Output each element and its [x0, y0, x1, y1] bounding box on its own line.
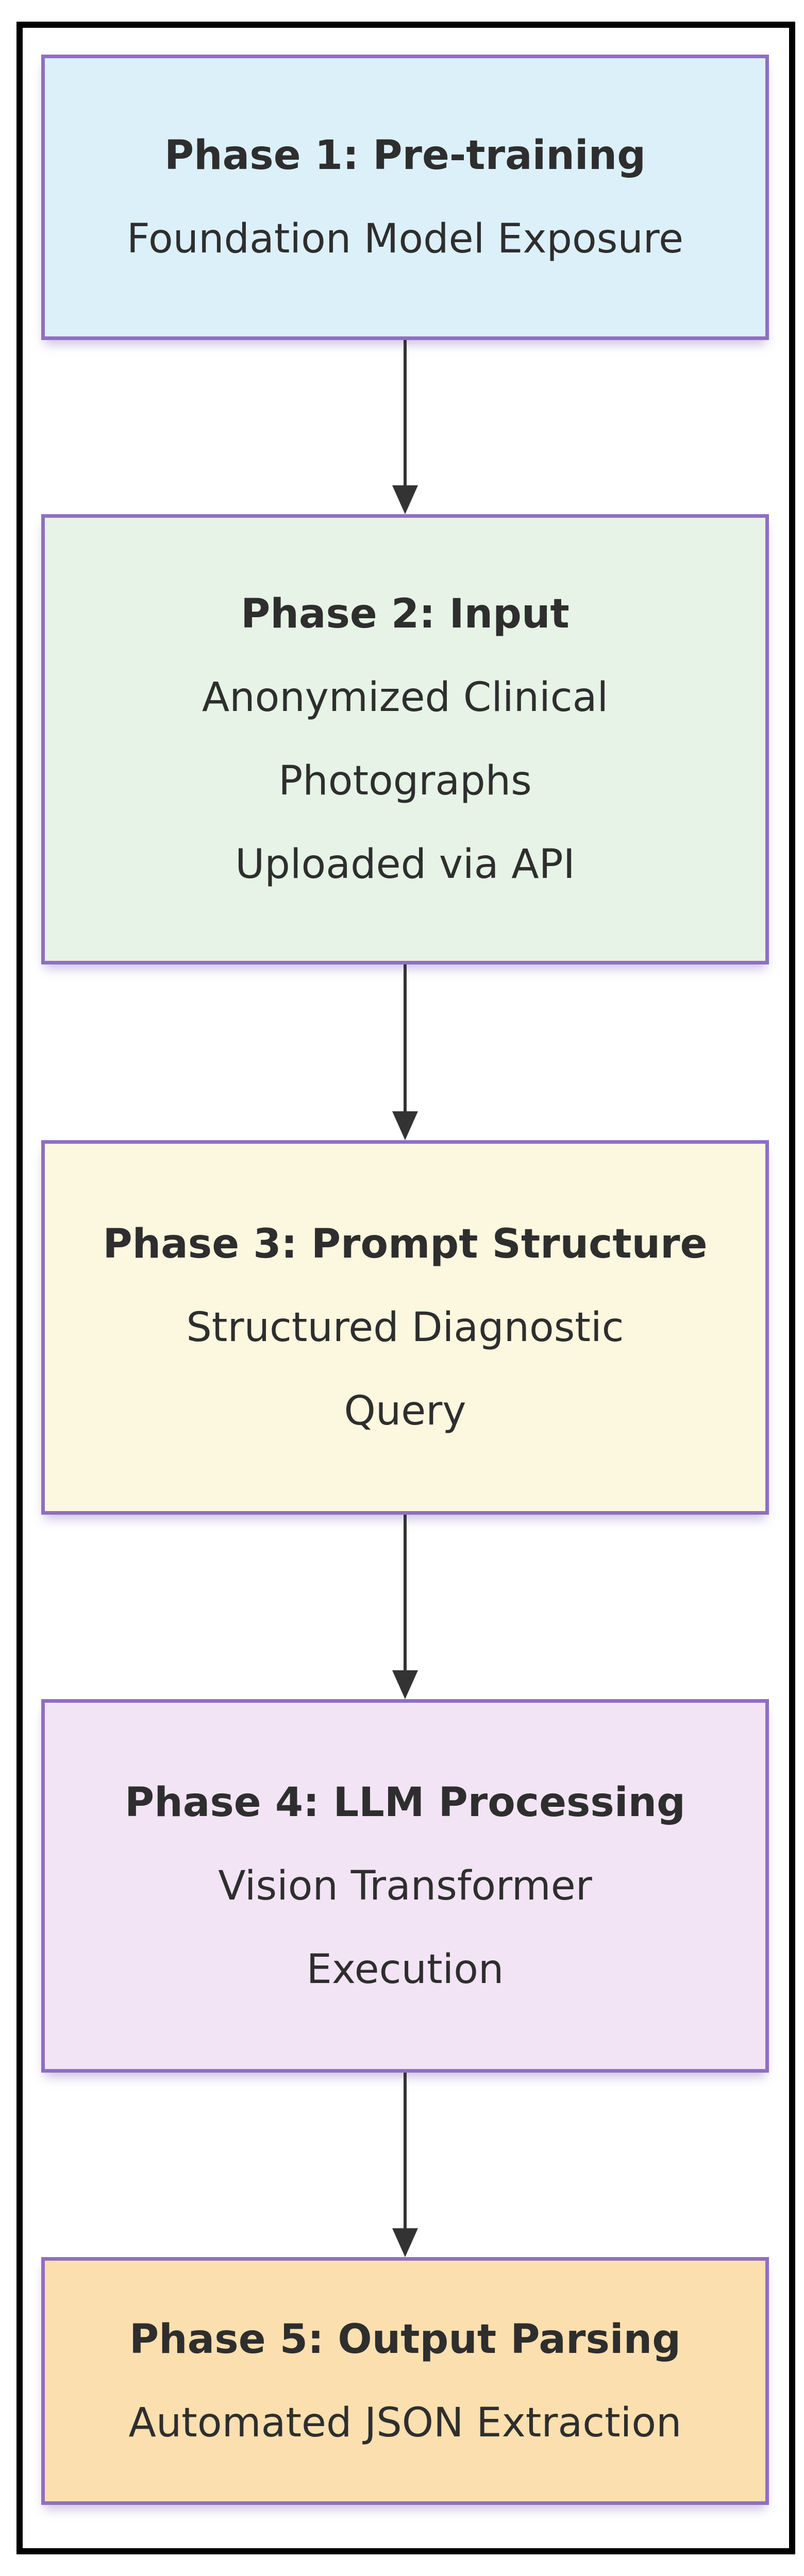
phase-1-line-1: Foundation Model Exposure [126, 216, 684, 262]
arrow-phase3-to-phase4 [384, 1515, 426, 1699]
phase-2-title: Phase 2: Input [241, 591, 569, 637]
phase-1-box: Phase 1: Pre-training Foundation Model E… [41, 55, 769, 340]
phase-2-box: Phase 2: Input Anonymized Clinical Photo… [41, 514, 769, 964]
phase-3-line-2: Query [344, 1387, 466, 1434]
arrow-head-icon [392, 2228, 418, 2257]
arrow-line [404, 2073, 407, 2230]
phase-3-box: Phase 3: Prompt Structure Structured Dia… [41, 1140, 769, 1515]
phase-3-title: Phase 3: Prompt Structure [103, 1221, 708, 1267]
phase-3-line-1: Structured Diagnostic [186, 1304, 624, 1351]
phase-1-title: Phase 1: Pre-training [164, 132, 646, 179]
arrow-line [404, 340, 407, 487]
phase-4-line-2: Execution [306, 1946, 504, 1993]
phase-4-box: Phase 4: LLM Processing Vision Transform… [41, 1699, 769, 2073]
outer-frame-border [16, 22, 795, 2554]
arrow-head-icon [392, 485, 418, 514]
arrow-head-icon [392, 1111, 418, 1140]
phase-2-line-3: Uploaded via API [235, 841, 575, 888]
arrow-head-icon [392, 1670, 418, 1699]
phase-4-title: Phase 4: LLM Processing [125, 1779, 685, 1826]
arrow-line [404, 1515, 407, 1672]
arrow-phase2-to-phase3 [384, 964, 426, 1140]
arrow-line [404, 964, 407, 1113]
phase-2-line-2: Photographs [278, 758, 532, 804]
arrow-phase4-to-phase5 [384, 2073, 426, 2257]
phase-2-line-1: Anonymized Clinical [202, 674, 609, 721]
phase-4-line-1: Vision Transformer [218, 1862, 592, 1909]
phase-5-title: Phase 5: Output Parsing [129, 2316, 681, 2363]
phase-5-line-1: Automated JSON Extraction [128, 2399, 682, 2446]
arrow-phase1-to-phase2 [384, 340, 426, 514]
phase-5-box: Phase 5: Output Parsing Automated JSON E… [41, 2257, 769, 2505]
